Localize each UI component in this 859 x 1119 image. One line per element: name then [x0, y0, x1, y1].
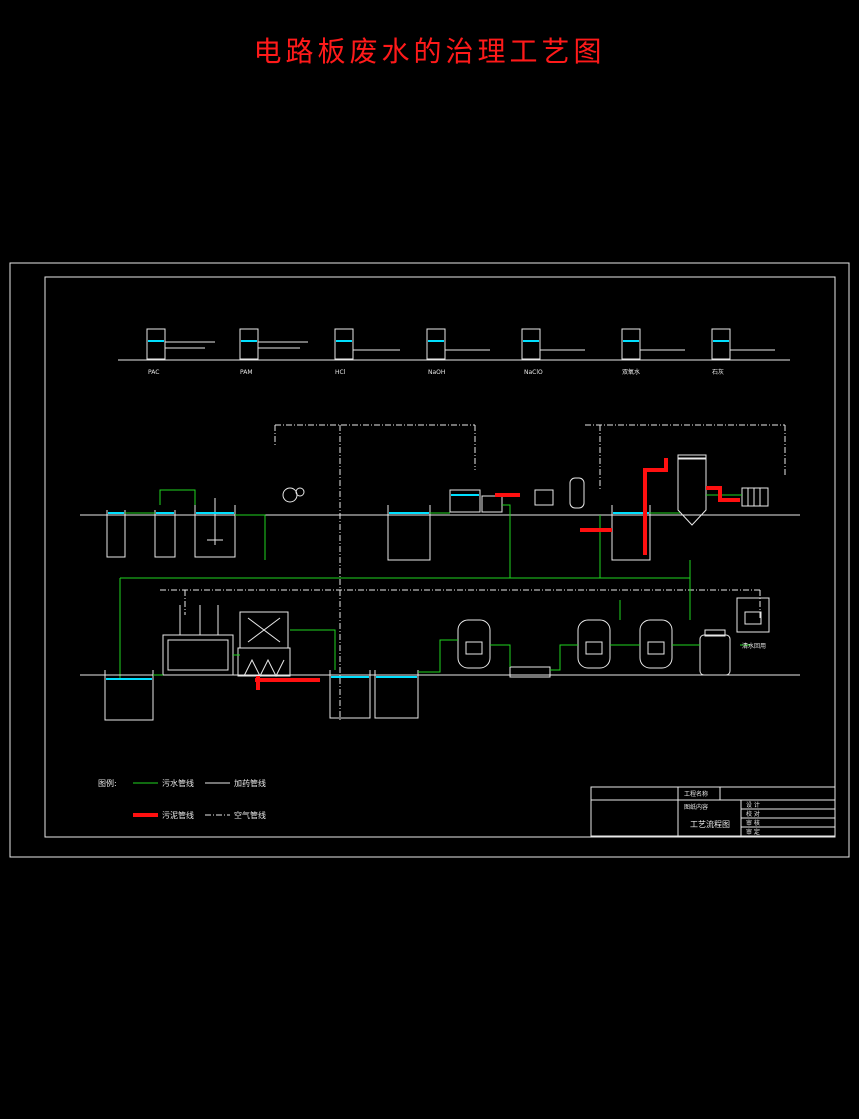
buffer-tank	[509, 666, 551, 678]
inner-frame	[44, 276, 836, 838]
dosing-label: 双氧水	[622, 368, 640, 376]
upper-sewage-pipes	[119, 489, 742, 680]
title-block-role: 设 计	[746, 801, 760, 809]
reaction-tank	[194, 498, 236, 558]
sand-filter	[457, 619, 491, 669]
drawing-title: 电路板废水的治理工艺图	[253, 35, 606, 68]
dosing-tank-hcl	[334, 328, 400, 360]
legend-label-dosing: 加药管线	[234, 778, 266, 788]
neutralization-tank	[374, 670, 419, 719]
clean-water-reuse-label: 清水回用	[742, 642, 766, 650]
legend: 图例: 污水管线 加药管线 污泥管线 空气管线	[98, 778, 266, 820]
resin-filter	[639, 619, 673, 669]
clean-water-tank	[699, 629, 731, 676]
filter-unit	[449, 489, 503, 513]
title-block-drawing-name: 工艺流程图	[690, 819, 730, 829]
outer-frame	[9, 262, 850, 858]
dosing-labels: PAC PAM HCl NaOH NaClO 双氧水 石灰	[148, 368, 724, 376]
dosing-tank-pam	[239, 328, 308, 360]
dosing-tank-pac	[146, 328, 215, 360]
title-block-role: 审 核	[746, 819, 760, 827]
air-compressor	[534, 477, 585, 509]
dosing-label: 石灰	[712, 368, 724, 376]
legend-label-sewage: 污水管线	[162, 778, 194, 788]
lower-sewage-pipes	[153, 578, 750, 676]
sedimentation-tank	[237, 611, 291, 678]
dosing-pump	[282, 487, 305, 503]
carbon-filter	[577, 619, 611, 669]
coagulation-tank	[162, 605, 234, 676]
title-block-project: 工程名称	[684, 790, 708, 798]
ph-adjust-tank-1	[154, 510, 176, 558]
dosing-tank-lime	[711, 328, 775, 360]
legend-label-air: 空气管线	[234, 810, 266, 820]
intermediate-tank	[329, 670, 371, 719]
dosing-label: PAC	[148, 369, 159, 376]
title-block-role: 审 定	[746, 828, 760, 836]
dosing-label: HCl	[335, 369, 346, 376]
dosing-tanks	[146, 328, 775, 360]
dosing-header-lines	[160, 424, 786, 720]
title-block-role: 校 对	[746, 810, 760, 818]
dosing-tank-naoh	[426, 328, 490, 360]
raw-water-tank	[106, 510, 126, 558]
title-block: 工程名称 图纸内容 工艺流程图 设 计 校 对 审 核 审 定	[590, 786, 836, 837]
sludge-tank-upper	[611, 505, 651, 561]
legend-label-sludge: 污泥管线	[162, 810, 194, 820]
legend-title: 图例:	[98, 778, 117, 788]
dosing-tank-naclo	[521, 328, 585, 360]
lower-row-equipment	[104, 597, 770, 721]
title-block-content: 图纸内容	[684, 803, 708, 811]
collection-tank	[104, 670, 154, 721]
sludge-thickener	[677, 454, 707, 526]
upper-row-equipment	[106, 454, 769, 561]
upper-sludge-pipes	[495, 458, 740, 555]
middle-tank	[387, 505, 431, 561]
dosing-label: NaClO	[524, 369, 543, 376]
dosing-tank-h2o2	[621, 328, 685, 360]
dosing-label: PAM	[240, 369, 253, 376]
lower-sludge-pipes	[255, 676, 320, 690]
filter-press	[741, 487, 769, 507]
dosing-label: NaOH	[428, 369, 445, 376]
dosing-box	[736, 597, 770, 633]
